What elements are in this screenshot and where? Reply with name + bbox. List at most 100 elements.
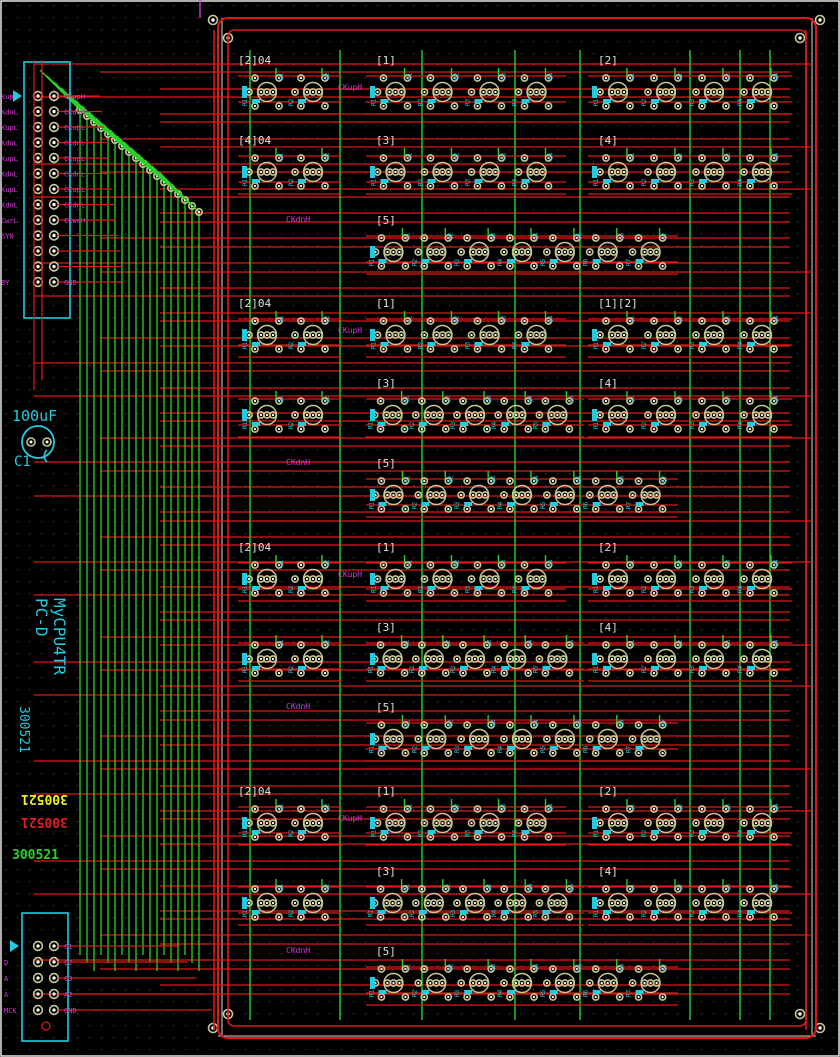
connector-left-label: KupL <box>1 155 18 163</box>
pad <box>32 245 44 257</box>
pad <box>403 833 412 841</box>
pad <box>572 993 581 1001</box>
green-diagonal <box>116 135 158 177</box>
pad <box>48 121 60 133</box>
net-label-ckdnh: CKdnH <box>286 702 310 711</box>
pad <box>473 317 482 325</box>
pad <box>251 397 259 405</box>
pad <box>417 641 426 649</box>
pad <box>500 885 509 893</box>
resistor-ref: R7 <box>626 501 633 509</box>
pad <box>538 331 547 339</box>
resistor-mark <box>603 422 611 426</box>
pad <box>438 248 447 256</box>
pad <box>652 248 661 256</box>
pad <box>626 182 634 190</box>
pad <box>450 805 459 813</box>
pad <box>746 805 754 813</box>
pad <box>426 182 435 190</box>
capacitor-mark <box>370 897 375 909</box>
pad <box>441 641 450 649</box>
transistor-ref: Q1 <box>407 559 414 567</box>
resistor-ref: R4 <box>737 909 744 917</box>
pad <box>400 913 409 921</box>
resistor-ref: R1 <box>242 341 249 349</box>
pad <box>535 655 544 663</box>
transistor-ref: Q2 <box>677 883 684 891</box>
resistor-ref: R2 <box>641 98 648 106</box>
resistor-mark <box>521 830 530 834</box>
green-diagonal <box>95 117 137 159</box>
transistor-ref: Q3 <box>490 719 497 727</box>
pad <box>650 885 658 893</box>
pad <box>518 411 527 419</box>
connector-left-label: KupL <box>1 186 18 194</box>
resistor-mark <box>427 99 436 103</box>
transistor-ref: Q1 <box>404 232 411 240</box>
pad <box>459 885 467 893</box>
resistor-ref: R2 <box>411 501 418 509</box>
pad <box>746 425 754 433</box>
resistor-ref: R4 <box>497 745 504 753</box>
resistor-ref: R4 <box>737 341 744 349</box>
pad <box>716 655 724 663</box>
resistor-mark <box>298 586 306 590</box>
resistor-ref: R3 <box>465 829 472 837</box>
green-diagonal <box>130 147 172 189</box>
pad <box>716 411 724 419</box>
pad <box>497 74 506 82</box>
pad <box>565 425 574 433</box>
pad <box>500 641 509 649</box>
connector-right-label: CKupL <box>64 155 85 163</box>
resistor-mark <box>427 179 436 183</box>
resistor-mark <box>421 746 430 750</box>
capacitor-mark <box>592 86 597 98</box>
net-label-ckuph: CKupH <box>338 814 362 823</box>
pad <box>506 234 514 242</box>
resistor-ref: R3 <box>454 501 461 509</box>
resistor-ref: R1 <box>242 829 249 837</box>
transistor-ref: Q4 <box>548 803 555 811</box>
transistor-ref: Q3 <box>490 232 497 240</box>
pad <box>722 102 730 110</box>
pad <box>48 137 60 148</box>
pad <box>453 655 461 663</box>
resistor-ref: R4 <box>491 421 498 429</box>
power-frame-outer <box>217 17 817 1039</box>
pad <box>494 899 503 907</box>
pad <box>207 14 219 26</box>
pad <box>297 561 305 569</box>
pad <box>620 899 628 907</box>
capacitor-mark <box>592 897 597 909</box>
resistor-ref: R2 <box>641 178 648 186</box>
block-label: [3] <box>376 377 396 390</box>
pad <box>518 655 527 663</box>
pad <box>544 805 553 813</box>
pad <box>450 561 459 569</box>
resistor-ref: R3 <box>450 665 457 673</box>
pad <box>444 993 453 1001</box>
resistor-mark <box>651 422 659 426</box>
resistor-mark <box>635 746 644 750</box>
pad <box>548 234 557 242</box>
resistor-mark <box>699 99 707 103</box>
transistor-ref: Q2 <box>677 152 684 160</box>
pad <box>321 425 329 433</box>
pad <box>674 182 682 190</box>
pad <box>544 102 553 110</box>
pad <box>722 561 730 569</box>
pad <box>520 102 529 110</box>
pad <box>457 979 466 987</box>
pad <box>602 102 610 110</box>
pad <box>444 721 453 729</box>
pad <box>291 899 299 907</box>
block-label: [3] <box>376 134 396 147</box>
resistor-mark <box>651 830 659 834</box>
pad <box>500 248 508 256</box>
pad <box>444 477 453 485</box>
green-diagonal <box>53 81 95 123</box>
